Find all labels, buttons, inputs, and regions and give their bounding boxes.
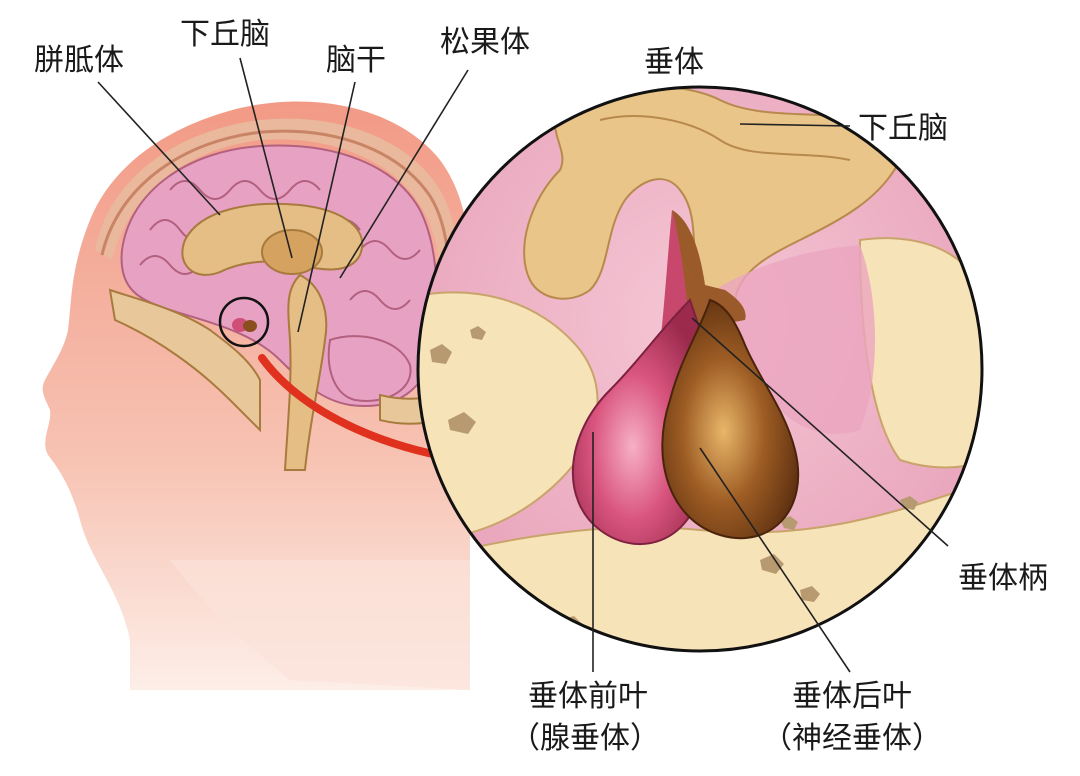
magnified-pituitary — [416, 85, 984, 653]
label-pineal-body: 松果体 — [440, 25, 530, 60]
labels: 胼胝体 下丘脑 脑干 松果体 垂体 下丘脑 垂体柄 垂体前叶 （腺垂体） 垂体后… — [34, 17, 1048, 756]
label-hypothalamus-zoom: 下丘脑 — [858, 111, 948, 146]
label-anterior-lobe-sub: （腺垂体） — [510, 721, 660, 756]
label-brainstem: 脑干 — [326, 43, 386, 78]
label-hypothalamus-head: 下丘脑 — [180, 17, 270, 52]
label-pituitary-stalk: 垂体柄 — [958, 561, 1048, 596]
label-posterior-lobe: 垂体后叶 — [792, 679, 912, 714]
label-anterior-lobe: 垂体前叶 — [528, 679, 648, 714]
brain — [108, 144, 441, 471]
label-pituitary-title: 垂体 — [644, 45, 704, 80]
pituitary-small-marker — [218, 296, 270, 348]
label-corpus-callosum: 胼胝体 — [34, 43, 124, 78]
label-posterior-lobe-sub: （神经垂体） — [762, 721, 942, 756]
leader-lines — [97, 57, 949, 673]
